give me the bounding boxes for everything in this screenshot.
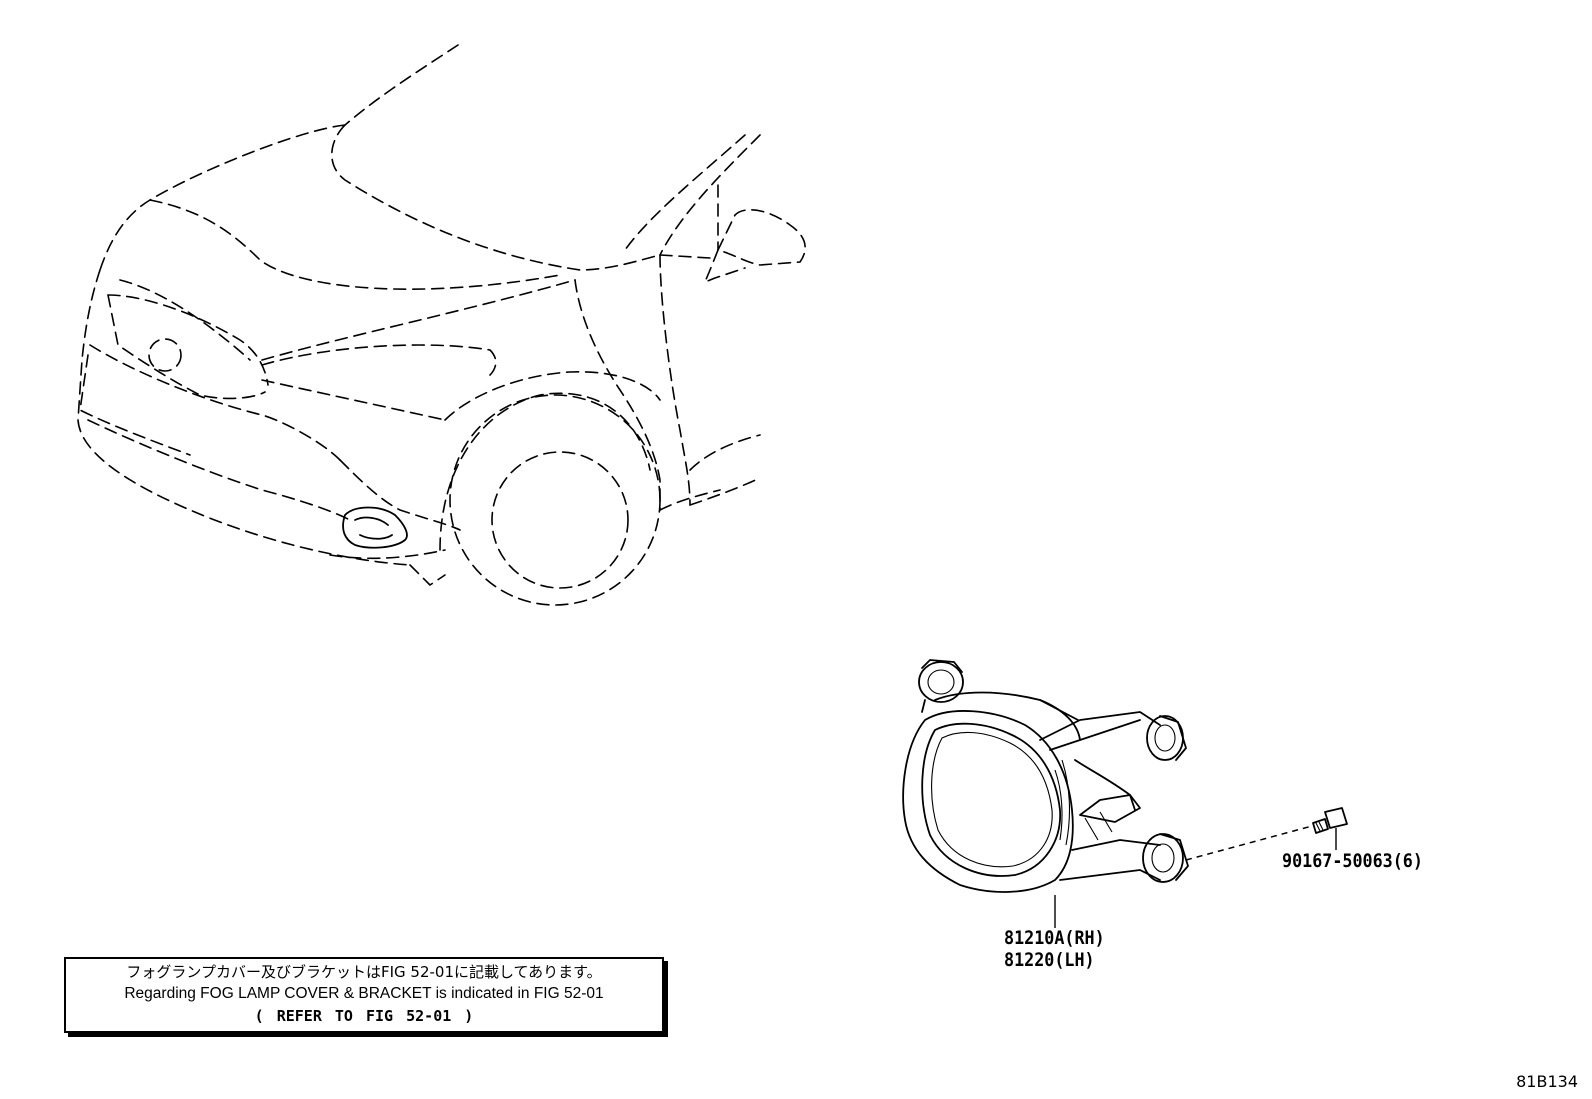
vehicle-outline — [77, 44, 806, 606]
screw-part-label[interactable]: 90167-50063(6) — [1282, 850, 1423, 872]
note-reference[interactable]: ( REFER TO FIG 52-01 ) — [254, 1007, 474, 1025]
note-english: Regarding FOG LAMP COVER & BRACKET is in… — [124, 985, 604, 1002]
lamp-part-label-rh[interactable]: 81210A(RH) — [1004, 927, 1105, 949]
fog-lamp-drawing — [902, 659, 1189, 928]
screw-drawing — [1312, 807, 1348, 850]
lamp-part-label-lh[interactable]: 81220(LH) — [1004, 949, 1095, 971]
figure-id: 81B134 — [1516, 1072, 1578, 1091]
note-japanese: フォグランプカバー及びブラケットはFIG 52-01に記載してあります。 — [126, 963, 602, 981]
note-box: フォグランプカバー及びブラケットはFIG 52-01に記載してあります。 Reg… — [64, 957, 664, 1033]
